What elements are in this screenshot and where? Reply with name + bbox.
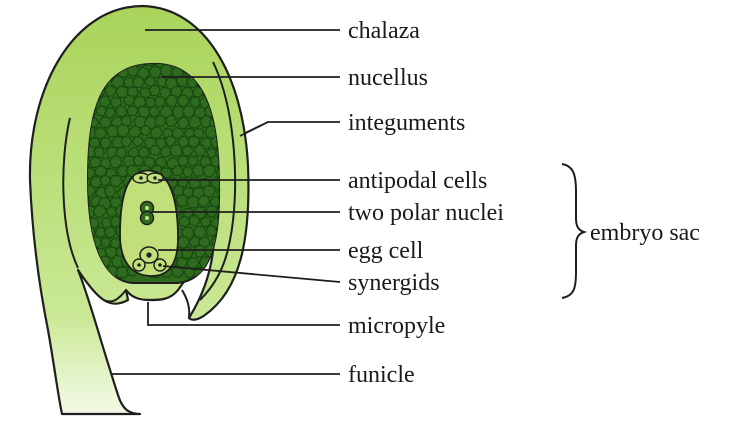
- nucellus-cell: [149, 85, 160, 96]
- nucellus-cell: [140, 126, 150, 135]
- label-funicle: funicle: [348, 362, 415, 388]
- label-synergids: synergids: [348, 270, 440, 296]
- label-nucellus: nucellus: [348, 65, 428, 91]
- nucellus-cell: [176, 195, 188, 206]
- label-antipodal-cells: antipodal cells: [348, 168, 487, 194]
- nucellus-cell: [105, 86, 116, 96]
- nucellus-cell: [99, 96, 110, 107]
- nucellus-cell: [138, 106, 150, 117]
- nucellus-cell: [94, 147, 105, 157]
- nucellus-cell: [179, 216, 190, 227]
- polar-nuclei: [141, 202, 154, 225]
- nucellus-cell: [187, 196, 200, 208]
- label-polar-nuclei: two polar nuclei: [348, 200, 504, 226]
- nucellus-cell: [150, 146, 161, 156]
- nucellus-cell: [133, 77, 145, 88]
- nucellus-cell: [116, 267, 128, 278]
- nucellus-cell: [154, 97, 165, 107]
- nucellus-cell: [94, 128, 106, 139]
- nucellus-cell: [133, 156, 144, 166]
- nucellus-cell: [149, 107, 160, 117]
- nucellus-cell: [190, 97, 201, 107]
- label-micropyle: micropyle: [348, 313, 445, 339]
- embryo-sac: [120, 171, 178, 277]
- nucellus-cell: [127, 106, 138, 116]
- nucellus-cell: [194, 145, 205, 156]
- label-embryo-sac: embryo sac: [590, 220, 700, 246]
- label-chalaza: chalaza: [348, 18, 420, 44]
- embryo-sac-brace: [562, 164, 584, 298]
- nucellus-cell: [96, 106, 107, 116]
- nucellus-cell: [172, 166, 183, 176]
- label-integuments: integuments: [348, 110, 465, 136]
- nucellus-cell: [160, 147, 171, 157]
- label-egg-cell: egg cell: [348, 238, 424, 264]
- nucellus-cell: [170, 145, 183, 156]
- leader-micropyle: [148, 302, 340, 325]
- leader-integuments-top: [245, 122, 340, 133]
- labels: chalaza nucellus integuments antipodal c…: [348, 18, 700, 388]
